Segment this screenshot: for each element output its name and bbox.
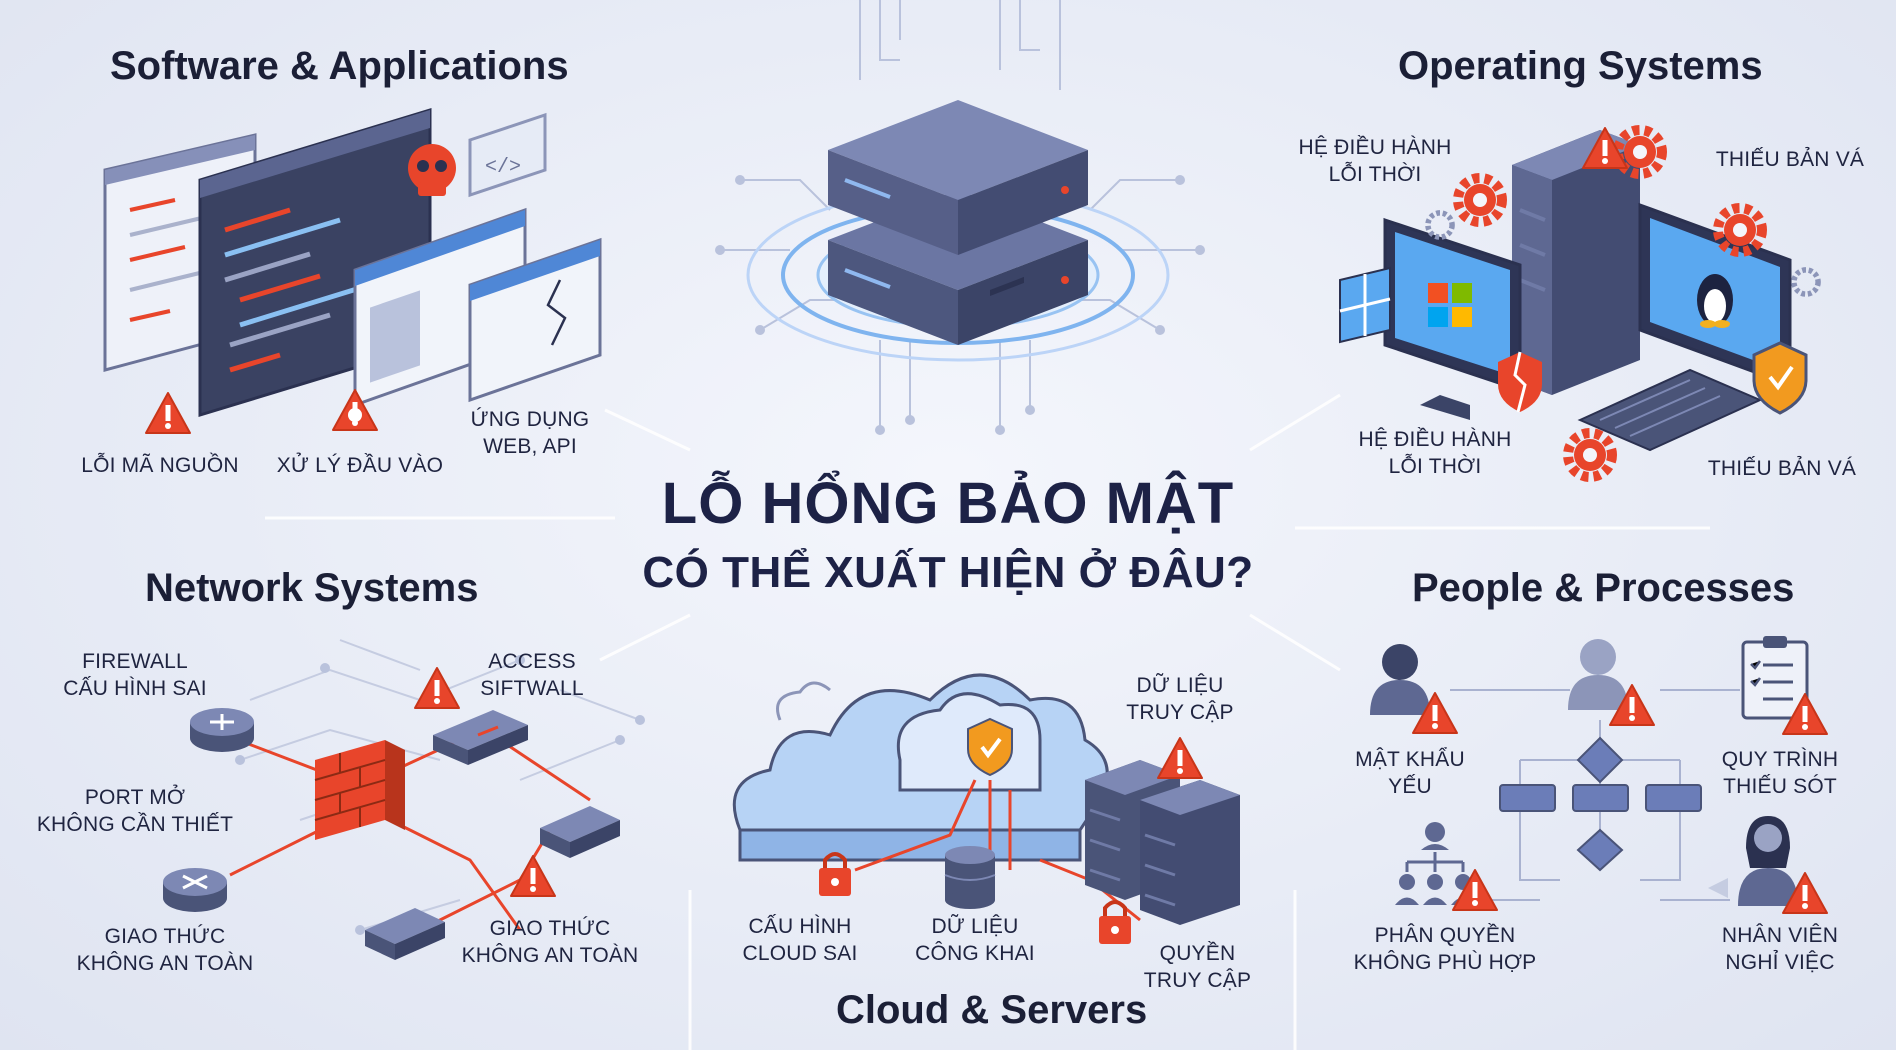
employee-leaving-icon [1708, 816, 1798, 906]
label-employee-leaving-2: NGHỈ VIỆC [1725, 951, 1835, 974]
label-app-line1: ỨNG DỤNG [470, 408, 590, 431]
label-missing-patch-1: THIẾU BẢN VÁ [1715, 148, 1865, 171]
cloud-icon [732, 673, 1109, 862]
user-icon [1370, 644, 1430, 715]
software-section-title: Software & Applications [110, 44, 569, 88]
skull-icon [408, 144, 456, 196]
label-permission-1: PHÂN QUYỀN [1374, 924, 1516, 947]
broken-shield-icon [1498, 351, 1542, 413]
network-illustration [163, 639, 645, 960]
label-missing-patch-2: THIẾU BẢN VÁ [1707, 457, 1857, 480]
divider-lines [265, 393, 1710, 1050]
label-process-gap-1: QUY TRÌNH [1721, 748, 1839, 771]
label-data-access-2: TRUY CẬP [1126, 701, 1234, 724]
label-access-rights-2: TRUY CẬP [1143, 969, 1252, 992]
router-icon [190, 708, 254, 752]
label-os-outdated-1b: LỖI THỜI [1328, 163, 1422, 186]
windows-tile-icon [1339, 266, 1391, 344]
software-illustration: </> [103, 107, 602, 434]
label-weak-password-1: MẬT KHẨU [1355, 748, 1465, 771]
main-title: LỖ HỔNG BẢO MẬT [661, 471, 1235, 536]
label-protocol-left-1: GIAO THỨC [104, 925, 226, 948]
label-firewall-2: CẤU HÌNH SAI [63, 677, 207, 700]
label-source-code-error: LỖI MÃ NGUỒN [81, 454, 239, 477]
switch-icon [365, 908, 445, 960]
router-icon [163, 868, 227, 912]
label-protocol-right-2: KHÔNG AN TOÀN [461, 944, 639, 967]
flowchart-icon [1499, 736, 1702, 872]
label-open-port-2: KHÔNG CẦN THIẾT [36, 813, 234, 836]
lock-icon [819, 852, 851, 896]
switch-icon [540, 806, 620, 858]
central-server-icon [746, 100, 1170, 362]
label-permission-2: KHÔNG PHÙ HỢP [1353, 951, 1537, 974]
label-public-data-1: DỮ LIỆU [931, 915, 1019, 938]
svg-text:</>: </> [485, 156, 521, 179]
label-os-outdated-1a: HỆ ĐIỀU HÀNH [1298, 136, 1452, 159]
label-access-2: SIFTWALL [480, 677, 584, 700]
network-section-title: Network Systems [145, 566, 479, 610]
label-protocol-right-1: GIAO THỨC [489, 917, 611, 940]
label-cloud-misconfig-2: CLOUD SAI [742, 942, 858, 965]
label-protocol-left-2: KHÔNG AN TOÀN [76, 952, 254, 975]
os-section-title: Operating Systems [1398, 44, 1763, 88]
linux-penguin-icon [1697, 274, 1733, 328]
windows-logo-icon [1428, 283, 1472, 327]
user-icon [1568, 639, 1628, 710]
shield-check-icon [1752, 341, 1808, 415]
label-access-rights-1: QUYỀN [1159, 942, 1236, 965]
label-process-gap-2: THIẾU SÓT [1723, 775, 1837, 798]
people-section-title: People & Processes [1412, 566, 1795, 610]
clipboard-icon [1741, 636, 1809, 720]
label-firewall-1: FIREWALL [82, 650, 188, 673]
label-app-line2: WEB, API [483, 435, 577, 458]
org-chart-icon [1395, 822, 1475, 905]
label-cloud-misconfig-1: CẤU HÌNH [748, 915, 852, 938]
lock-icon [1099, 900, 1131, 944]
label-os-outdated-2b: LỖI THỜI [1388, 455, 1482, 478]
label-employee-leaving-1: NHÂN VIÊN [1721, 924, 1839, 947]
label-input-handling: XỬ LÝ ĐẦU VÀO [276, 454, 444, 477]
firewall-icon [314, 740, 405, 840]
switch-icon [433, 710, 528, 765]
cloud-illustration [732, 673, 1240, 944]
label-open-port-1: PORT MỞ [84, 786, 186, 809]
label-data-access-1: DỮ LIỆU [1136, 674, 1224, 697]
people-illustration [1370, 636, 1828, 914]
label-weak-password-2: YẾU [1388, 775, 1432, 798]
main-subtitle: CÓ THỂ XUẤT HIỆN Ở ĐÂU? [642, 548, 1254, 597]
server-rack-icon [1085, 760, 1240, 925]
label-os-outdated-2a: HỆ ĐIỀU HÀNH [1358, 428, 1512, 451]
database-icon [944, 846, 996, 909]
label-public-data-2: CÔNG KHAI [915, 942, 1035, 965]
cloud-section-title: Cloud & Servers [836, 988, 1148, 1032]
os-illustration [1339, 128, 1821, 477]
label-access-1: ACCESS [488, 650, 576, 673]
shield-check-icon [967, 717, 1013, 777]
